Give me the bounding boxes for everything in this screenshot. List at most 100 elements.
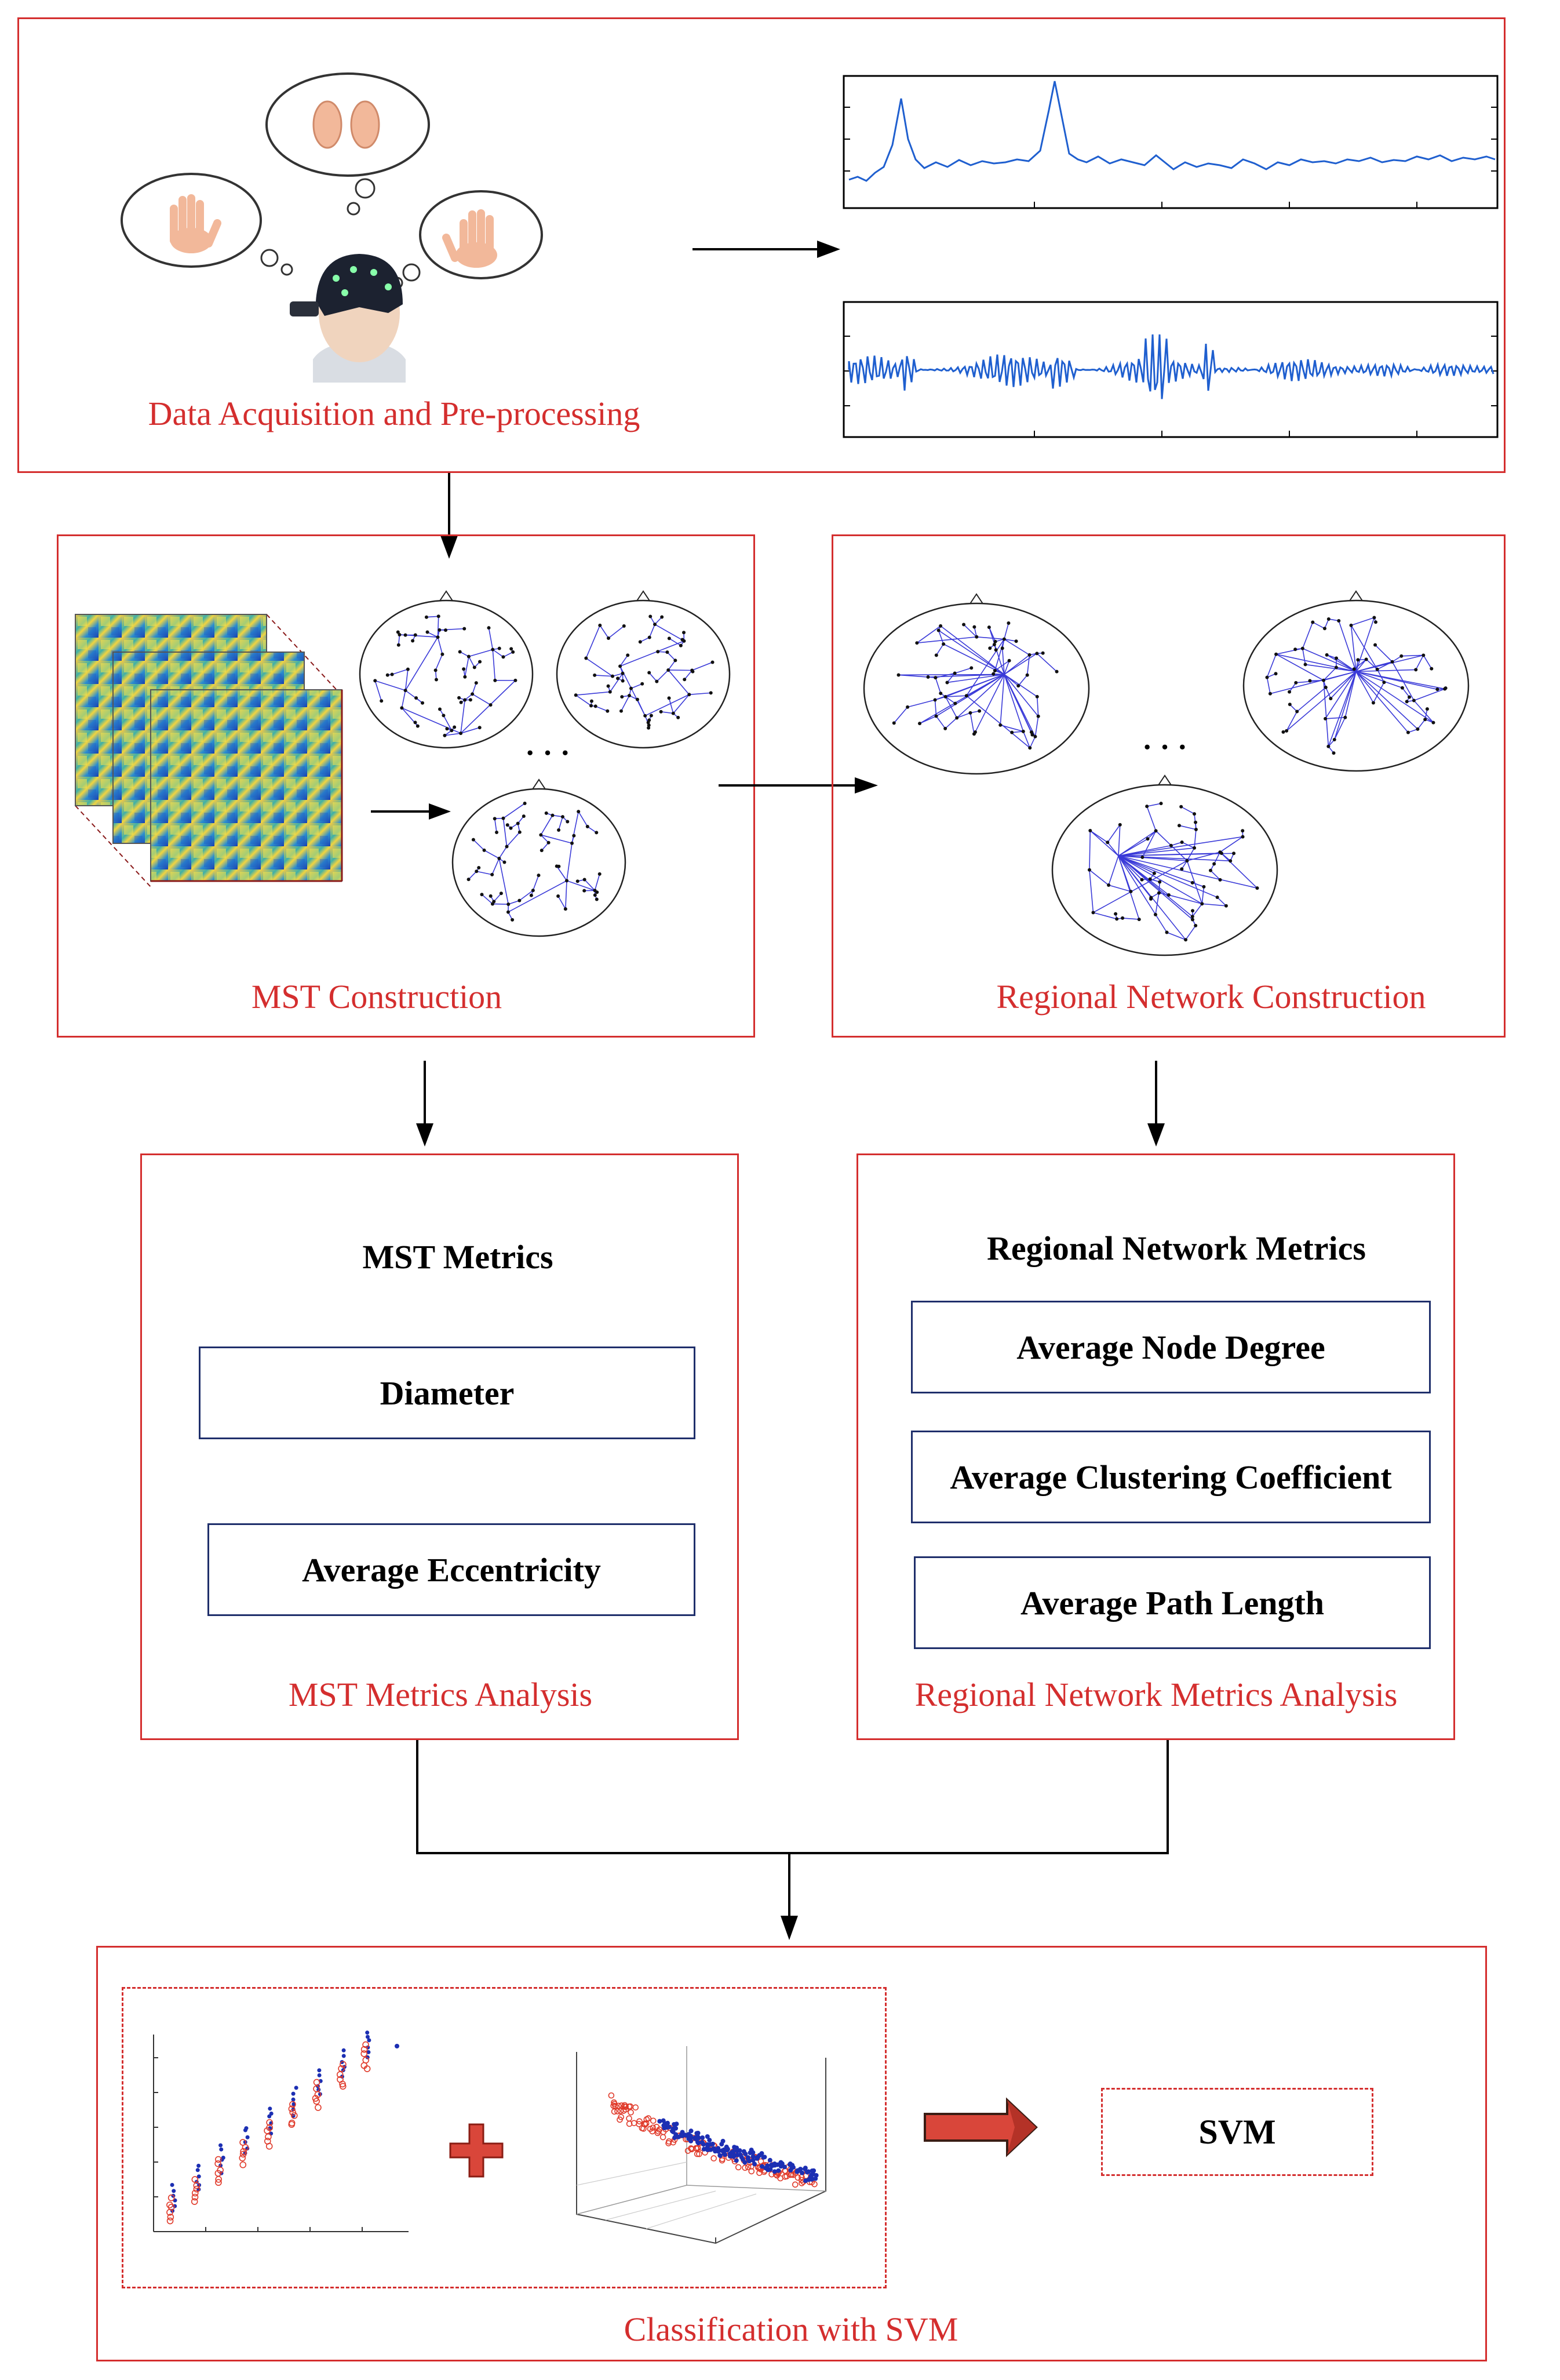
scatter-point (639, 2125, 646, 2131)
scatter-point (643, 2120, 650, 2127)
network-node (1149, 897, 1153, 901)
network-node (421, 701, 425, 705)
network-edge (484, 850, 500, 859)
network-edge (1180, 806, 1195, 814)
network-node (444, 628, 448, 632)
network-node (517, 830, 522, 834)
scatter-point (688, 2134, 693, 2139)
network-node (475, 869, 479, 874)
network-node (1167, 893, 1171, 897)
network-edge (1167, 931, 1186, 941)
network-node (434, 678, 438, 682)
network-edge (1377, 661, 1393, 670)
network-edge (540, 834, 549, 843)
scatter-point (757, 2158, 764, 2165)
network-node (403, 689, 407, 693)
network-node (667, 696, 671, 700)
network-node (627, 694, 631, 698)
thought-bubble-right-hand-icon (391, 190, 543, 289)
network-node (593, 673, 597, 677)
network-node (936, 628, 941, 632)
network-node (1288, 703, 1292, 707)
regional-ellipsis: · · · (1142, 731, 1188, 764)
network-node (466, 654, 471, 658)
network-node (575, 879, 579, 883)
network-node (1016, 684, 1020, 688)
network-edge (610, 673, 624, 693)
network-node (1148, 877, 1152, 881)
network-node (975, 635, 979, 639)
scatter-point (312, 2095, 319, 2102)
network-edge (935, 716, 946, 729)
network-edge (1122, 918, 1139, 920)
network-edge (1424, 708, 1428, 720)
scatter-point (657, 2119, 662, 2124)
network-edge (1323, 680, 1329, 747)
network-node (584, 656, 588, 660)
network-edge (468, 656, 475, 668)
network-edge (612, 673, 623, 677)
scatter-point (628, 2109, 634, 2116)
network-edge (1036, 696, 1039, 716)
svm-classifier-box: SVM (1101, 2088, 1373, 2176)
network-node (1265, 675, 1269, 679)
scatter-point (798, 2167, 803, 2172)
network-node (1190, 915, 1194, 919)
network-node (511, 918, 515, 922)
network-node (505, 823, 509, 827)
network-edge (1179, 825, 1197, 830)
network-node (495, 830, 499, 834)
network-node (1406, 730, 1410, 734)
network-node (1329, 697, 1333, 701)
network-node (1002, 637, 1006, 641)
plus-icon (449, 2123, 504, 2178)
network-edge (493, 893, 502, 902)
network-edge (1302, 648, 1306, 665)
scatter-point (337, 2076, 344, 2083)
network-node (438, 707, 442, 711)
network-node (926, 675, 930, 679)
scatter-point (735, 2164, 742, 2171)
network-node (1444, 686, 1448, 690)
network-node (445, 727, 449, 731)
scatter-point (768, 2171, 775, 2178)
network-node (574, 693, 578, 697)
scatter-point (196, 2174, 201, 2179)
average-node-degree-metric-box: Average Node Degree (911, 1301, 1431, 1393)
network-node (501, 655, 505, 659)
network-node (457, 696, 461, 700)
scatter-point (239, 2155, 246, 2161)
network-edge (1018, 675, 1028, 686)
network-node (400, 706, 404, 710)
network-node (1373, 643, 1377, 647)
network-edge (1302, 622, 1314, 649)
network-edge (669, 638, 681, 646)
network-edge (919, 674, 1005, 724)
scatter-point (746, 2155, 751, 2160)
scatter-point (367, 2038, 371, 2043)
network-node (638, 640, 642, 644)
network-node (606, 709, 610, 713)
scatter-point (167, 2214, 174, 2221)
network-node (978, 709, 982, 713)
network-edge (954, 667, 972, 674)
network-node (557, 828, 561, 832)
scatter-point (170, 2182, 174, 2187)
network-node (1268, 692, 1272, 696)
network-node (939, 692, 943, 696)
network-node (565, 879, 569, 883)
network-node (509, 647, 513, 651)
network-node (992, 643, 996, 647)
network-node (915, 641, 919, 645)
network-node (436, 635, 440, 639)
network-edge (945, 696, 957, 718)
scatter-point (317, 2068, 322, 2073)
network-edge (1221, 853, 1231, 861)
feature-scatter-2d (153, 2030, 409, 2232)
network-edge (374, 680, 382, 701)
network-edge (1417, 719, 1426, 730)
network-edge (508, 880, 567, 913)
scatter-point (759, 2164, 764, 2169)
network-edge (558, 816, 563, 831)
network-edge (566, 880, 595, 891)
